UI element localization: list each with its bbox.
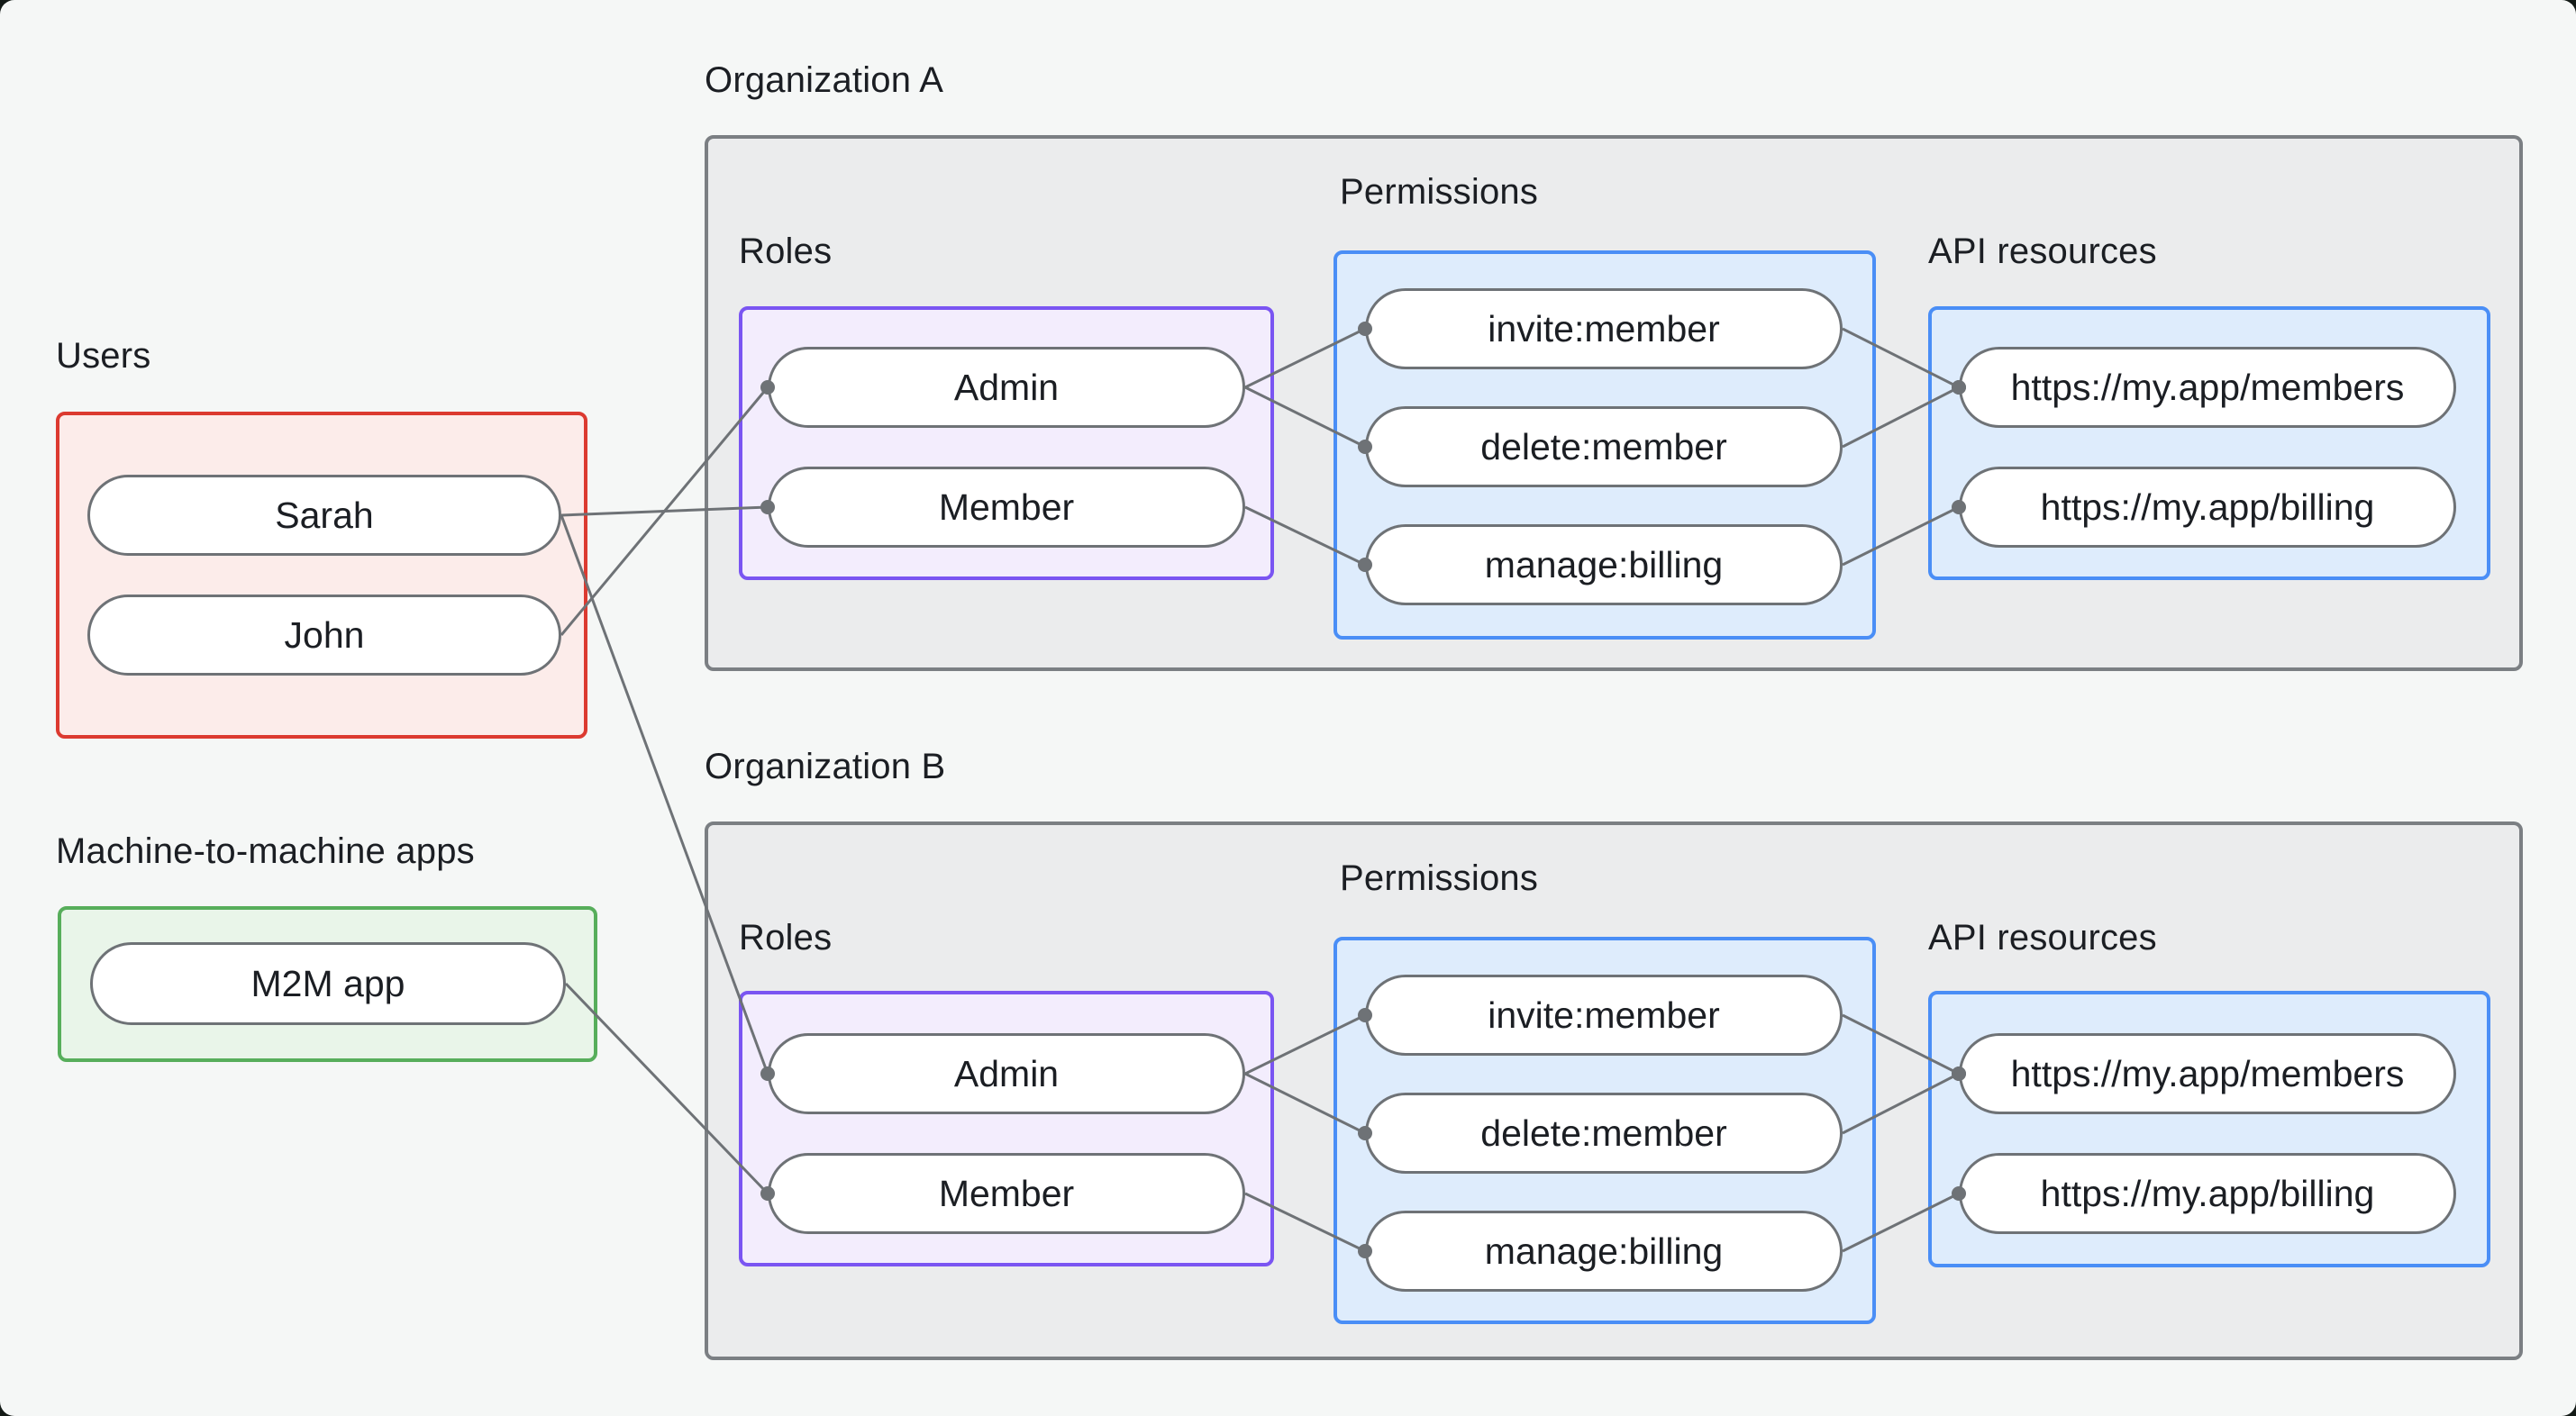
api-pill-members-org-b: https://my.app/members	[1959, 1033, 2456, 1114]
user-pill-sarah: Sarah	[87, 475, 561, 556]
permission-pill-delete-member-org-a: delete:member	[1365, 406, 1843, 487]
api-pill-members-org-a: https://my.app/members	[1959, 347, 2456, 428]
api-pill-billing-org-a: https://my.app/billing	[1959, 467, 2456, 548]
m2m-apps-label: Machine-to-machine apps	[56, 831, 475, 871]
role-pill-member-org-b: Member	[768, 1153, 1245, 1234]
permissions-label-org-b: Permissions	[1340, 858, 1539, 898]
users-label: Users	[56, 336, 151, 376]
user-pill-john: John	[87, 595, 561, 676]
roles-label-org-b: Roles	[739, 918, 833, 958]
org-b-title: Organization B	[705, 747, 946, 786]
permission-pill-manage-billing-org-b: manage:billing	[1365, 1211, 1843, 1292]
api-resources-label-org-a: API resources	[1928, 231, 2157, 271]
permission-pill-invite-member-org-b: invite:member	[1365, 975, 1843, 1056]
role-pill-admin-org-a: Admin	[768, 347, 1245, 428]
permission-pill-delete-member-org-b: delete:member	[1365, 1093, 1843, 1174]
m2m-app-pill: M2M app	[90, 942, 566, 1025]
role-pill-admin-org-b: Admin	[768, 1033, 1245, 1114]
api-resources-label-org-b: API resources	[1928, 918, 2157, 958]
role-pill-member-org-a: Member	[768, 467, 1245, 548]
api-pill-billing-org-b: https://my.app/billing	[1959, 1153, 2456, 1234]
org-a-title: Organization A	[705, 60, 944, 100]
roles-label-org-a: Roles	[739, 231, 833, 271]
permission-pill-manage-billing-org-a: manage:billing	[1365, 524, 1843, 605]
users-group-box	[56, 412, 587, 739]
permission-pill-invite-member-org-a: invite:member	[1365, 288, 1843, 369]
permissions-label-org-a: Permissions	[1340, 172, 1539, 212]
